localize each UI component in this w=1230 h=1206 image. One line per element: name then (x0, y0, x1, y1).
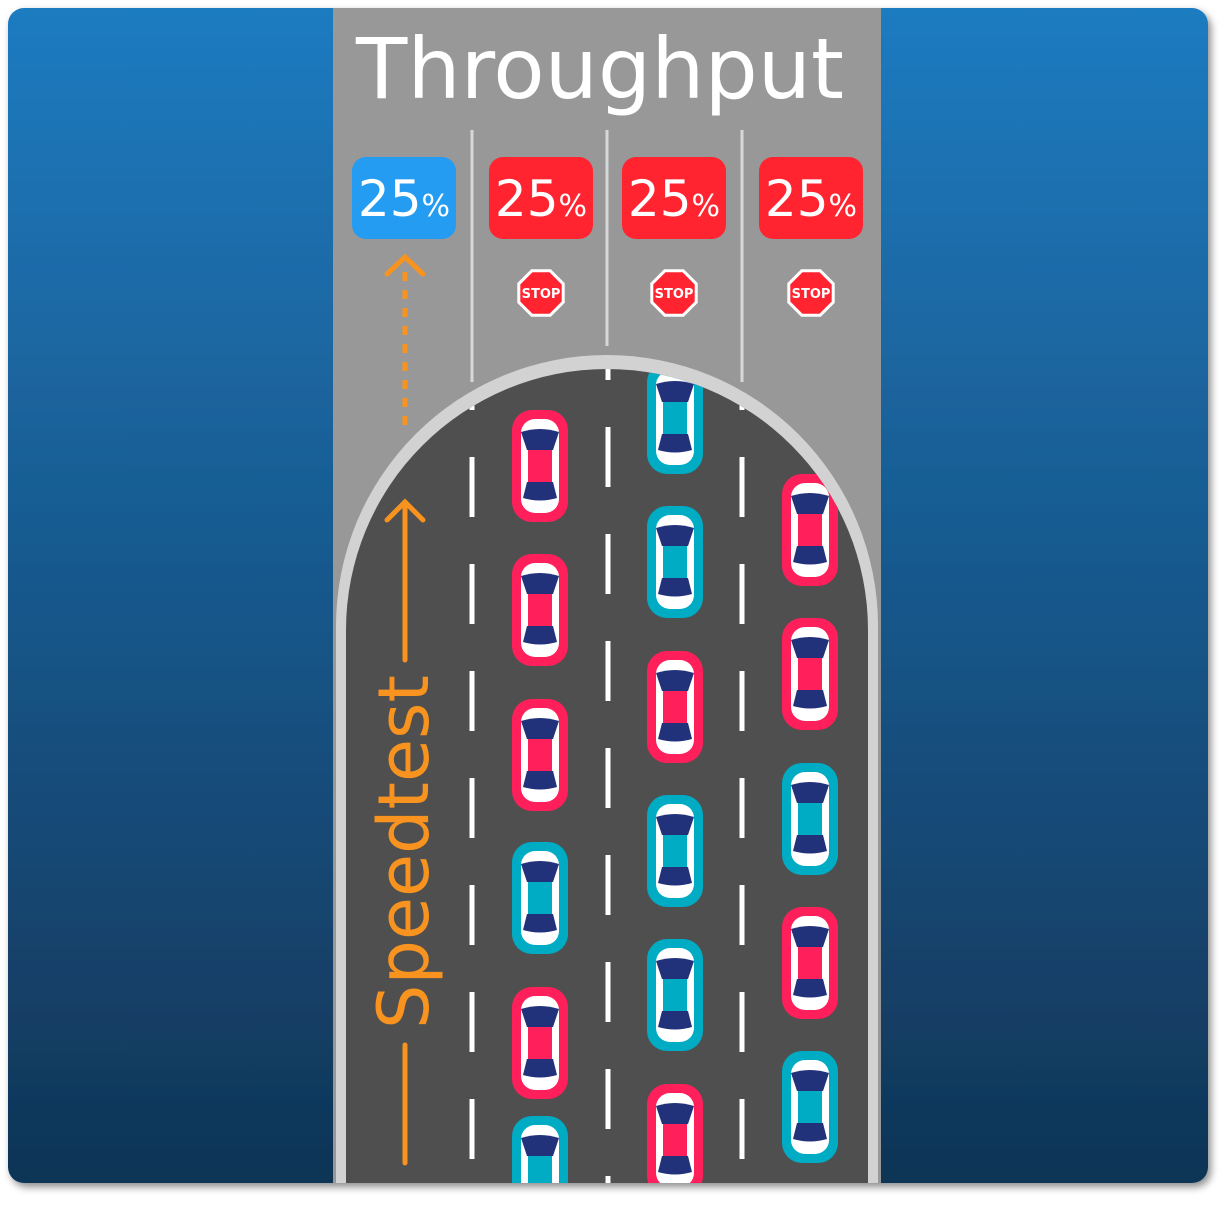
car-teal (782, 1051, 838, 1163)
lane-badge: 25% (622, 157, 726, 239)
badge-bg (622, 157, 726, 239)
car-red (512, 699, 568, 811)
car-teal (512, 1116, 568, 1183)
car-red (782, 474, 838, 586)
lane-badge: 25% (759, 157, 863, 239)
stop-sign-icon: STOP (517, 269, 565, 317)
stop-sign-icon: STOP (787, 269, 835, 317)
lane-badge: 25% (489, 157, 593, 239)
stop-sign-text: STOP (792, 287, 831, 302)
car-teal (647, 506, 703, 618)
car-teal (647, 795, 703, 907)
badge-unit: % (422, 189, 451, 224)
lane-dividers-upper (470, 130, 744, 382)
car-red (782, 907, 838, 1019)
stop-sign-text: STOP (655, 287, 694, 302)
car-red (782, 618, 838, 730)
stop-sign-icon: STOP (650, 269, 698, 317)
car-teal (512, 842, 568, 954)
title: Throughput (355, 20, 844, 118)
car-red (647, 651, 703, 763)
badge-bg (352, 157, 456, 239)
badge-bg (489, 157, 593, 239)
car-red (512, 554, 568, 666)
car-red (512, 987, 568, 1099)
speedtest-label: Speedtest (363, 675, 445, 1029)
speedtest-arrow (384, 253, 426, 1166)
cars (512, 369, 838, 1183)
car-teal (647, 369, 703, 474)
car-teal (647, 939, 703, 1051)
car-teal (782, 763, 838, 875)
badge-bg (759, 157, 863, 239)
car-red (647, 1084, 703, 1183)
badge-unit: % (692, 189, 721, 224)
car-red (512, 410, 568, 522)
lane-badges: 25% 25% STOP 25% STOP 25% STOP (352, 157, 863, 317)
stop-sign-text: STOP (522, 287, 561, 302)
badge-unit: % (559, 189, 588, 224)
badge-unit: % (829, 189, 858, 224)
lane-badge: 25% (352, 157, 456, 239)
